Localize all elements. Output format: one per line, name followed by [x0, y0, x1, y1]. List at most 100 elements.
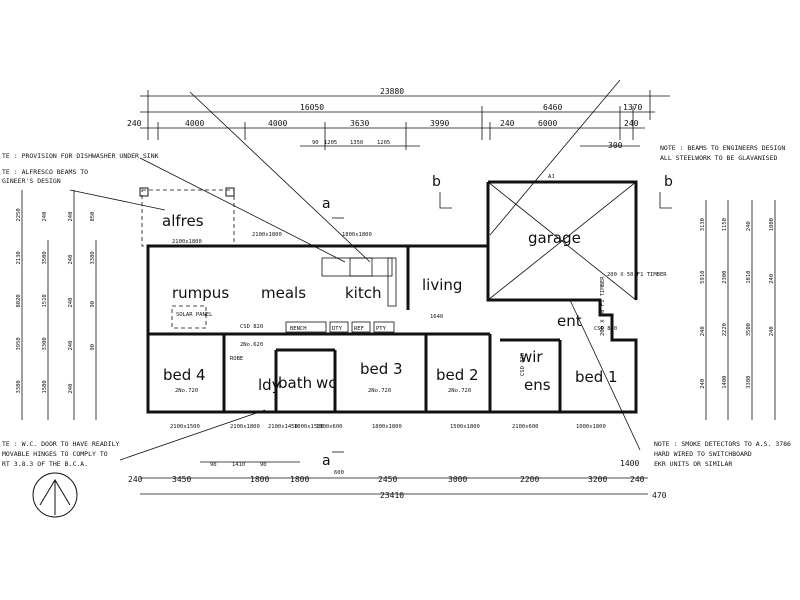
dim-right-6: 2220: [722, 323, 728, 336]
dim-right-8: 240: [746, 221, 752, 231]
note-wc-door-3: RT 3.8.3 OF THE B.C.A.: [2, 460, 88, 468]
dim-right-14: 240: [769, 326, 775, 336]
dim-top-16050: 16050: [300, 103, 324, 112]
room-ldy: ldy: [258, 376, 281, 394]
dim-bottom-overall: 23410: [380, 491, 404, 500]
note-alfresco-beams-1: TE : ALFRESCO BEAMS TO: [2, 168, 88, 176]
room-bed4: bed 4: [163, 366, 206, 384]
dim-left-14: 240: [68, 384, 74, 394]
room-garage: garage: [528, 229, 581, 247]
timber-note-2: 200 X 50 F1 TIMBER: [600, 276, 606, 336]
room-labels: rumpus meals kitch living ent bed 4 ldy …: [163, 276, 618, 394]
dim-left-3: 3950: [16, 337, 22, 350]
note-smoke-3: EKR UNITS OR SIMILAR: [654, 460, 732, 468]
dim-left-0: 2250: [16, 208, 22, 221]
dim-right-1: 5910: [700, 271, 706, 284]
dim-top-overall: 23880: [380, 87, 404, 96]
csd-label-1: CSD 820: [240, 324, 263, 330]
dw-label: DTY: [332, 326, 343, 332]
garage-aj: AJ: [548, 174, 555, 180]
left-dimensions: [21, 190, 97, 420]
dim-bottom-240: 240: [128, 475, 143, 484]
dim-bottom-2200: 2200: [520, 475, 539, 484]
dim-top-240b: 240: [500, 119, 515, 128]
dim-right-10: 3500: [746, 323, 752, 336]
dim-right-11: 3380: [746, 376, 752, 389]
ref-label: REF: [354, 326, 364, 332]
dim-bottom-470: 470: [652, 491, 667, 500]
dim-bottom-600: 600: [334, 470, 344, 476]
room-kitchen: kitch: [345, 284, 382, 302]
right-dimensions: [705, 200, 776, 420]
dim-right-7: 1400: [722, 376, 728, 389]
no720-label-c: 2No.720: [448, 388, 471, 394]
window-size-5: 1000x1500: [294, 424, 324, 430]
dim-bottom-1400: 1400: [620, 459, 639, 468]
dim-top-4000b: 4000: [268, 119, 287, 128]
dim-left-17: 90: [90, 301, 96, 308]
dim-left-8: 3300: [42, 337, 48, 350]
window-size-4: 2100x1450: [268, 424, 298, 430]
dim-top-240a: 240: [127, 119, 142, 128]
csd-label-2: CSD 820: [520, 353, 526, 376]
dim-left-13: 240: [68, 341, 74, 351]
section-mark-a-bottom: a: [322, 453, 331, 469]
dim-top-1205a: 1205: [324, 140, 337, 146]
garage-area: garage AJ 200 X 50 F1 TIMBER: [486, 174, 667, 301]
house-walls: [146, 244, 638, 414]
room-entry: ent: [557, 312, 582, 330]
dim-bottom-1410: 1410: [232, 462, 245, 468]
no620-label: 2No.620: [240, 342, 263, 348]
north-arrow-icon: [32, 472, 78, 518]
dim-top-3990: 3990: [430, 119, 449, 128]
dim-top-6000: 6000: [538, 119, 557, 128]
dim-right-0: 3130: [700, 218, 706, 231]
dim-bottom-3000: 3000: [448, 475, 467, 484]
bottom-dimensions: 90 1410 90 240 3450 1800 1800 600 2450 3…: [128, 459, 667, 500]
dim-top-300: 300: [608, 141, 623, 150]
dim-top-4000a: 4000: [185, 119, 204, 128]
room-ens: ens: [524, 376, 551, 394]
dim-right-3: 240: [700, 379, 706, 389]
section-mark-b-left: b: [432, 174, 441, 190]
dim-bottom-90b: 90: [260, 462, 267, 468]
room-bed3: bed 3: [360, 360, 403, 378]
window-size-6: 1000x600: [316, 424, 343, 430]
dim-right-5: 2300: [722, 271, 728, 284]
dim-top-1370: 1370: [623, 103, 642, 112]
dim-left-10: 240: [68, 212, 74, 222]
window-size-0: 2100x1800: [252, 232, 282, 238]
dim-bottom-3450: 3450: [172, 475, 191, 484]
window-size-8: 1500x1800: [450, 424, 480, 430]
dim-top-1350: 1350: [350, 140, 363, 146]
solar-panel-label: SOLAR PANEL: [176, 312, 213, 318]
dim-bottom-3200: 3200: [588, 475, 607, 484]
top-dimensions: 23880 16050 6460 1370 240 4000 4000 3630…: [127, 87, 670, 150]
dim-top-90: 90: [312, 140, 319, 146]
section-mark-b-right: b: [664, 174, 673, 190]
window-size-9: 2100x600: [512, 424, 539, 430]
note-smoke-2: HARD WIRED TO SWITCHBOARD: [654, 450, 752, 458]
alfresco-area: alfres 2100x1800: [139, 187, 235, 247]
robe-label-1: ROBE: [230, 356, 243, 362]
bench-label: BENCH: [290, 326, 307, 332]
dim-top-240c: 240: [624, 119, 639, 128]
no720-label-b: 2No.720: [368, 388, 391, 394]
notes: TE : PROVISION FOR DISHWASHER UNDER SINK…: [2, 144, 791, 468]
note-alfresco-beams-2: GINEER'S DESIGN: [2, 177, 61, 185]
window-size-7: 1800x1800: [372, 424, 402, 430]
left-dimension-labels: 2250213080203950338024035001510330015002…: [16, 208, 96, 393]
window-size-1: 1800x1800: [342, 232, 372, 238]
room-living: living: [422, 276, 462, 294]
room-meals: meals: [261, 284, 306, 302]
section-lines: [69, 79, 641, 461]
dim-left-6: 3500: [42, 251, 48, 264]
dim-right-9: 1810: [746, 271, 752, 284]
dim-bottom-2450: 2450: [378, 475, 397, 484]
dim-left-7: 1510: [42, 294, 48, 307]
dim-left-12: 240: [68, 298, 74, 308]
dim-top-6460: 6460: [543, 103, 562, 112]
dim-right-2: 240: [700, 326, 706, 336]
window-size-2: 2100x1500: [170, 424, 200, 430]
